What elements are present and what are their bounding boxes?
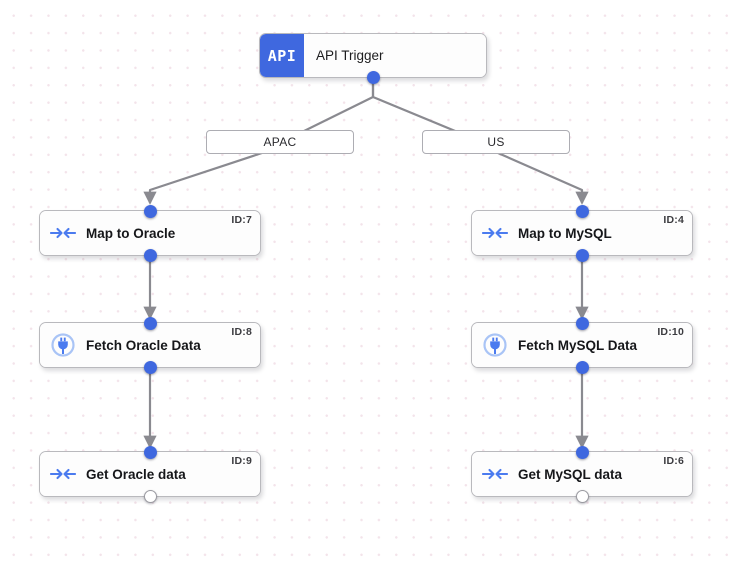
edge-apac-to-map-oracle (143, 151, 263, 205)
input-port[interactable] (143, 204, 157, 218)
node-title: Get Oracle data (86, 466, 186, 482)
node-id-label: ID:7 (231, 214, 252, 226)
node-map-to-oracle[interactable]: Map to Oracle ID:7 (39, 204, 261, 262)
output-port[interactable] (366, 70, 380, 84)
node-title: Fetch MySQL Data (518, 337, 638, 353)
node-api-trigger[interactable]: API API Trigger (259, 33, 487, 84)
node-get-oracle-data[interactable]: Get Oracle data ID:9 (39, 445, 261, 503)
node-get-mysql-data[interactable]: Get MySQL data ID:6 (471, 445, 693, 503)
database-plug-icon (472, 333, 518, 357)
api-badge-icon: API (260, 34, 304, 77)
node-id-label: ID:6 (663, 455, 684, 467)
output-port[interactable] (143, 360, 157, 374)
input-port[interactable] (143, 445, 157, 459)
merge-arrows-icon (40, 464, 86, 484)
database-plug-icon (40, 333, 86, 357)
node-title: Map to MySQL (518, 225, 612, 241)
edge-trigger-to-apac (299, 83, 375, 134)
output-port[interactable] (575, 248, 589, 262)
merge-arrows-icon (472, 464, 518, 484)
merge-arrows-icon (40, 223, 86, 243)
output-port[interactable] (575, 360, 589, 374)
input-port[interactable] (143, 316, 157, 330)
output-port[interactable] (143, 489, 157, 503)
node-fetch-oracle-data[interactable]: Fetch Oracle Data ID:8 (39, 316, 261, 374)
node-map-to-mysql[interactable]: Map to MySQL ID:4 (471, 204, 693, 262)
node-id-label: ID:4 (663, 214, 684, 226)
output-port[interactable] (575, 489, 589, 503)
input-port[interactable] (575, 204, 589, 218)
node-title: Get MySQL data (518, 466, 623, 482)
branch-label-apac[interactable]: APAC (206, 130, 354, 154)
node-fetch-mysql-data[interactable]: Fetch MySQL Data ID:10 (471, 316, 693, 374)
merge-arrows-icon (472, 223, 518, 243)
branch-label-us[interactable]: US (422, 130, 570, 154)
node-title: Fetch Oracle Data (86, 337, 201, 353)
node-id-label: ID:10 (657, 326, 684, 338)
node-title: Map to Oracle (86, 225, 176, 241)
edge-us-to-map-mysql (497, 151, 589, 205)
node-id-label: ID:8 (231, 326, 252, 338)
node-id-label: ID:9 (231, 455, 252, 467)
node-title: API Trigger (316, 48, 384, 63)
edge-trigger-to-us (371, 83, 461, 135)
input-port[interactable] (575, 445, 589, 459)
output-port[interactable] (143, 248, 157, 262)
branch-label-text: US (487, 135, 505, 149)
input-port[interactable] (575, 316, 589, 330)
branch-label-text: APAC (263, 135, 297, 149)
